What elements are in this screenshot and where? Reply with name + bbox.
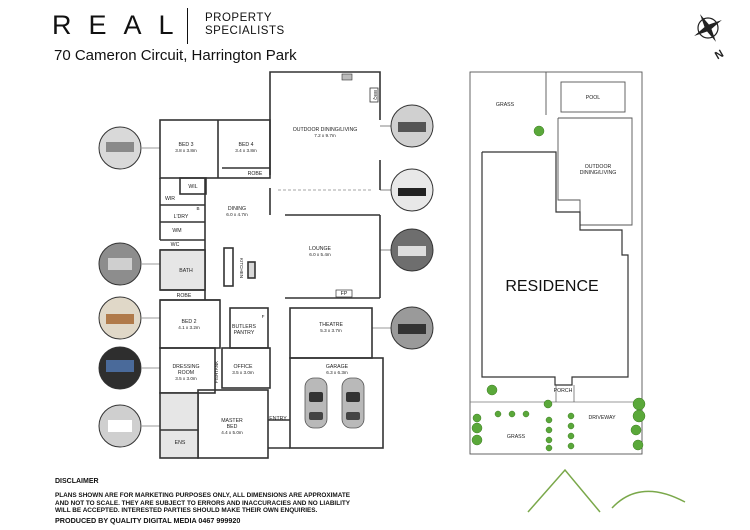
master-line2: BED (227, 424, 238, 430)
kitchen-label: KITCHEN (239, 258, 244, 278)
laundry-label: L'DRY (174, 214, 189, 220)
room-theatre-size: 5.3 x 3.7m (320, 328, 342, 333)
site-pool: POOL (586, 95, 601, 101)
room-garage-name: GARAGE (326, 364, 349, 370)
robe-bed2-label: ROBE (177, 293, 192, 299)
site-grass-top: GRASS (496, 102, 515, 108)
room-dining-size: 6.0 x 4.7m (226, 212, 248, 217)
room-outdoor-size: 7.2 x 9.7m (314, 133, 336, 138)
room-office-size: 3.5 x 3.0m (232, 370, 254, 375)
property-address: 70 Cameron Circuit, Harrington Park (54, 47, 297, 64)
wir-label: WIR (165, 196, 175, 202)
room-office-name: OFFICE (233, 364, 253, 370)
bath-label: BATH (179, 268, 193, 274)
media-logo-icon (527, 468, 686, 513)
wc-label: WC (171, 242, 180, 248)
fp-label: FP (341, 291, 348, 297)
room-lounge-size: 6.0 x 5.4m (309, 252, 331, 257)
room-bed2-name: BED 2 (182, 319, 197, 325)
site-outdoor-line1: OUTDOOR (585, 164, 612, 170)
produced-by: PRODUCED BY QUALITY DIGITAL MEDIA 0467 9… (55, 516, 241, 525)
master-size: 4.4 x 5.0m (221, 430, 243, 435)
compass-north-label: N (713, 48, 726, 62)
butlers-line1: BUTLERS (232, 324, 256, 330)
f-label: F (262, 314, 265, 319)
brand-subtitle-line2: SPECIALISTS (205, 25, 285, 37)
site-outdoor-line2: DINING/LIVING (580, 170, 617, 176)
brand-name: REAL (52, 10, 191, 40)
fishtank-label: FISHTANK (214, 360, 219, 383)
wil-label: WIL (188, 184, 197, 190)
master-line1: MASTER (221, 418, 243, 424)
wm-label: WM (172, 228, 181, 234)
brand-subtitle-line1: PROPERTY (205, 12, 273, 24)
room-bed4-size: 3.4 x 3.8m (235, 148, 257, 153)
brand-subtitle: PROPERTY SPECIALISTS (205, 12, 285, 38)
room-bed3-name: BED 3 (179, 142, 194, 148)
room-dining-name: DINING (228, 206, 246, 212)
brand-divider (187, 8, 188, 44)
entry-label: ENTRY (269, 416, 287, 422)
ens-label: ENS (175, 440, 186, 446)
tree-icon (471, 125, 646, 452)
compass-icon: N (694, 14, 726, 62)
site-driveway: DRIVEWAY (588, 415, 616, 421)
room-bed2-size: 4.1 x 3.2m (178, 325, 200, 330)
car-icon (341, 377, 365, 429)
b-label: B (196, 206, 199, 211)
butlers-line2: PANTRY (234, 330, 255, 336)
disclaimer-text: PLANS SHOWN ARE FOR MARKETING PURPOSES O… (55, 492, 351, 515)
dressing-line1: DRESSING (172, 364, 199, 370)
dressing-size: 3.5 x 3.0m (175, 376, 197, 381)
dressing-line2: ROOM (178, 370, 194, 376)
site-residence: RESIDENCE (505, 278, 598, 295)
disclaimer-title: DISCLAIMER (55, 478, 99, 485)
room-theatre-name: THEATRE (319, 322, 343, 328)
photo-thumbnails (98, 104, 434, 448)
site-grass-bottom: GRASS (507, 434, 526, 440)
car-icon (304, 377, 328, 429)
room-garage-size: 6.3 x 6.3m (326, 370, 348, 375)
room-bed3-size: 3.8 x 3.8m (175, 148, 197, 153)
robe-bed4-label: ROBE (248, 171, 263, 177)
room-bed4-name: BED 4 (239, 142, 254, 148)
bbq-label: BBQ (373, 90, 378, 100)
room-outdoor-name: OUTDOOR DINING/LIVING (293, 127, 358, 133)
room-lounge-name: LOUNGE (309, 246, 331, 252)
site-porch: PORCH (554, 388, 573, 394)
